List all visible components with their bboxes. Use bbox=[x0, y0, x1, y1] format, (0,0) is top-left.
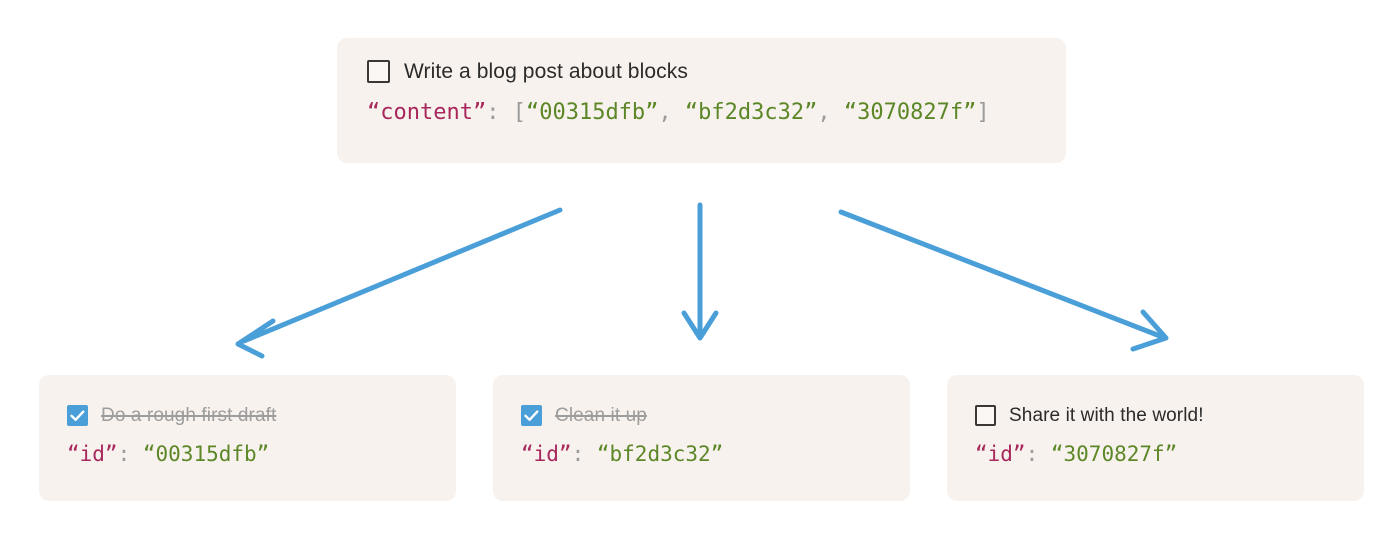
child-block-card-1[interactable]: Clean it up “id”: “bf2d3c32” bbox=[493, 375, 910, 501]
code-value-2: “3070827f” bbox=[843, 100, 977, 125]
root-task-label: Write a blog post about blocks bbox=[404, 60, 688, 83]
checkbox-checked-icon[interactable] bbox=[67, 405, 88, 426]
arrow-to-second-child bbox=[681, 202, 719, 341]
code-colon: : bbox=[571, 442, 597, 466]
code-open-bracket: [ bbox=[512, 100, 526, 125]
code-key: “id” bbox=[67, 442, 118, 466]
code-colon: : bbox=[486, 100, 513, 125]
root-code-line: “content”: [“00315dfb”, “bf2d3c32”, “307… bbox=[367, 100, 1036, 126]
code-separator-0: , bbox=[658, 100, 685, 125]
child-task-row-2: Share it with the world! bbox=[975, 405, 1336, 426]
code-value: “bf2d3c32” bbox=[596, 442, 724, 466]
checkbox-unchecked-icon[interactable] bbox=[975, 405, 996, 426]
code-key: “content” bbox=[367, 100, 487, 125]
code-separator-1: , bbox=[817, 100, 844, 125]
child-task-label-2: Share it with the world! bbox=[1009, 405, 1204, 426]
arrow-to-third-child bbox=[838, 209, 1169, 352]
code-colon: : bbox=[1025, 442, 1051, 466]
root-block-card[interactable]: Write a blog post about blocks “content”… bbox=[337, 38, 1066, 163]
arrow-to-first-child bbox=[235, 207, 563, 359]
child-code-line-0: “id”: “00315dfb” bbox=[67, 442, 428, 467]
code-key: “id” bbox=[975, 442, 1026, 466]
child-block-card-2[interactable]: Share it with the world! “id”: “3070827f… bbox=[947, 375, 1364, 501]
code-colon: : bbox=[117, 442, 143, 466]
code-value: “3070827f” bbox=[1050, 442, 1178, 466]
child-task-label-1: Clean it up bbox=[555, 405, 647, 426]
child-code-line-2: “id”: “3070827f” bbox=[975, 442, 1336, 467]
child-task-row-1: Clean it up bbox=[521, 405, 882, 426]
code-key: “id” bbox=[521, 442, 572, 466]
checkbox-unchecked-icon[interactable] bbox=[367, 60, 390, 83]
checkbox-checked-icon[interactable] bbox=[521, 405, 542, 426]
code-value: “00315dfb” bbox=[142, 442, 270, 466]
child-task-row-0: Do a rough first draft bbox=[67, 405, 428, 426]
child-code-line-1: “id”: “bf2d3c32” bbox=[521, 442, 882, 467]
root-task-row: Write a blog post about blocks bbox=[367, 60, 1036, 83]
code-value-0: “00315dfb” bbox=[525, 100, 659, 125]
child-block-card-0[interactable]: Do a rough first draft “id”: “00315dfb” bbox=[39, 375, 456, 501]
code-value-1: “bf2d3c32” bbox=[684, 100, 818, 125]
code-close-bracket: ] bbox=[976, 100, 990, 125]
child-task-label-0: Do a rough first draft bbox=[101, 405, 277, 426]
